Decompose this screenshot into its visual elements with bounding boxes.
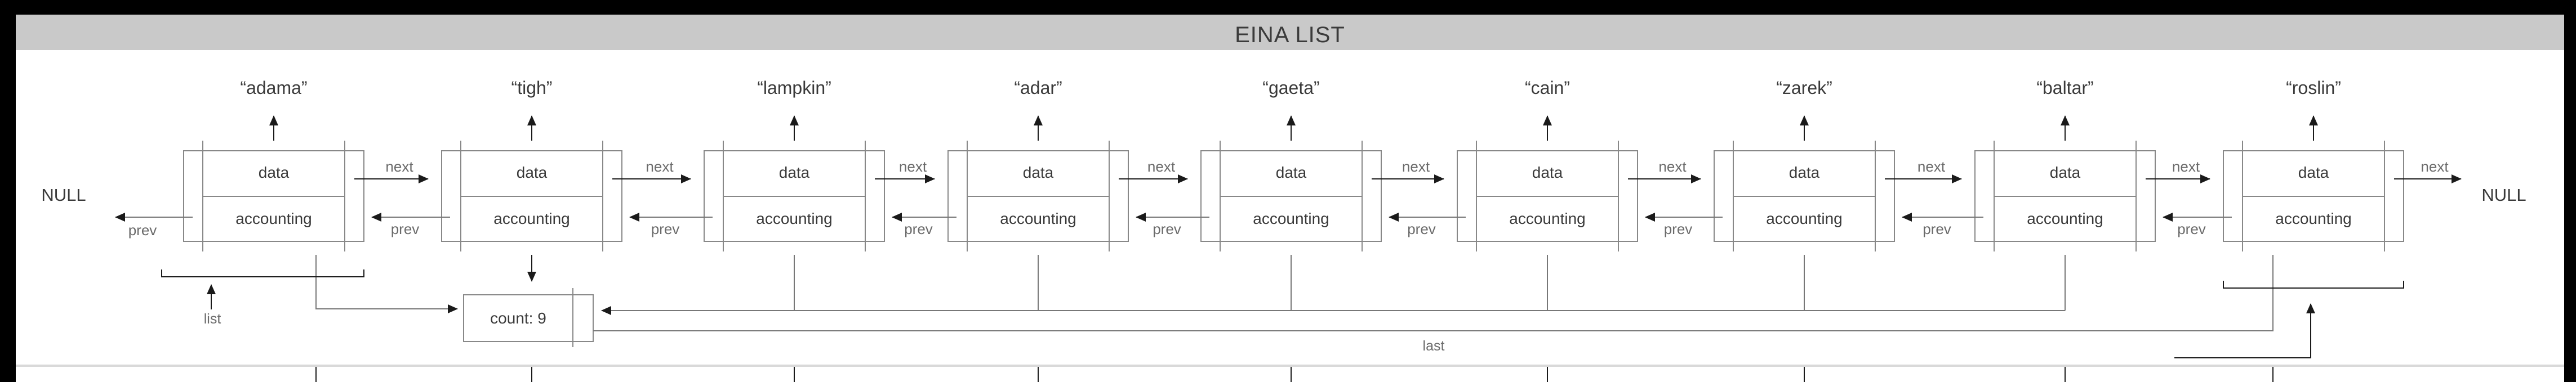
node-name-label: “tigh”: [511, 78, 553, 98]
list-node-box: [947, 150, 1129, 242]
null-terminator: NULL: [2481, 185, 2526, 205]
data-cell-label: data: [2298, 163, 2329, 181]
list-node-box: [1974, 150, 2156, 242]
accounting-cell-label: accounting: [1253, 209, 1329, 227]
prev-arrow-label: prev: [390, 220, 420, 237]
list-node-box: [1714, 150, 1895, 242]
prev-arrow-label: prev: [651, 220, 680, 237]
list-node-box: [1457, 150, 1638, 242]
next-arrow-label: next: [1402, 158, 1430, 175]
node-name-label: “lampkin”: [757, 78, 831, 98]
count-box: [463, 294, 594, 342]
count-to-last-node-line: [593, 255, 2274, 331]
next-arrow-label: next: [898, 158, 927, 175]
data-cell-label: data: [1022, 163, 1054, 181]
accounting-cell-label: accounting: [756, 209, 833, 227]
accounting-cell-label: accounting: [1000, 209, 1076, 227]
diagram-title: EINA LIST: [1235, 23, 1345, 47]
frame-right-edge: [2564, 0, 2576, 382]
node-name-label: “adama”: [240, 78, 308, 98]
node-name-label: “adar”: [1014, 78, 1062, 98]
prev-arrow-label: prev: [1153, 220, 1181, 237]
title-bar: [16, 15, 2564, 50]
frame-left-edge: [0, 0, 16, 382]
node-name-label: “baltar”: [2036, 78, 2094, 98]
null-terminator: NULL: [41, 185, 86, 205]
bottom-separator: [16, 365, 2564, 367]
prev-arrow-label: prev: [1923, 220, 1951, 237]
next-arrow-label: next: [646, 158, 674, 175]
node-name-label: “zarek”: [1776, 78, 1832, 98]
prev-arrow-label: prev: [128, 221, 157, 239]
next-arrow-label: next: [1658, 158, 1687, 175]
data-cell-label: data: [1532, 163, 1563, 181]
next-arrow-label: next: [2421, 158, 2449, 175]
data-cell-label: data: [778, 163, 810, 181]
last-pointer-label: last: [1422, 338, 1445, 354]
node-name-label: “cain”: [1524, 78, 1570, 98]
list-pointer-label: list: [203, 311, 221, 327]
prev-arrow-label: prev: [1407, 220, 1436, 237]
data-cell-label: data: [1275, 163, 1307, 181]
prev-arrow-label: prev: [2177, 220, 2206, 237]
prev-arrow-label: prev: [904, 220, 933, 237]
node1-to-count-line: [315, 255, 458, 313]
accounting-cell-label: accounting: [2275, 209, 2352, 227]
list-node-box: [704, 150, 885, 242]
data-cell-label: data: [2049, 163, 2081, 181]
node-name-label: “gaeta”: [1262, 78, 1320, 98]
accounting-cell-label: accounting: [493, 209, 570, 227]
list-node-box: [183, 150, 364, 242]
data-cell-label: data: [1788, 163, 1820, 181]
frame-top-edge: [0, 0, 2576, 15]
prev-arrow-label: prev: [1663, 220, 1693, 237]
accounting-cell-label: accounting: [2027, 209, 2103, 227]
next-arrow-label: next: [1147, 158, 1176, 175]
count-value: count: 9: [490, 309, 546, 327]
next-arrow-label: next: [385, 158, 413, 175]
list-node-box: [2223, 150, 2404, 242]
accounting-cell-label: accounting: [1509, 209, 1586, 227]
next-arrow-label: next: [2172, 158, 2200, 175]
list-node-box: [1200, 150, 1382, 242]
first-node-bracket: [161, 269, 364, 277]
last-pointer-arrow: [2174, 303, 2315, 358]
next-arrow-label: next: [1917, 158, 1946, 175]
last-node-bracket: [2223, 281, 2404, 289]
accounting-cell-label: accounting: [1766, 209, 1843, 227]
data-cell-label: data: [516, 163, 548, 181]
list-node-box: [441, 150, 622, 242]
node-name-label: “roslin”: [2286, 78, 2341, 98]
data-cell-label: data: [258, 163, 290, 181]
accounting-cell-label: accounting: [235, 209, 312, 227]
